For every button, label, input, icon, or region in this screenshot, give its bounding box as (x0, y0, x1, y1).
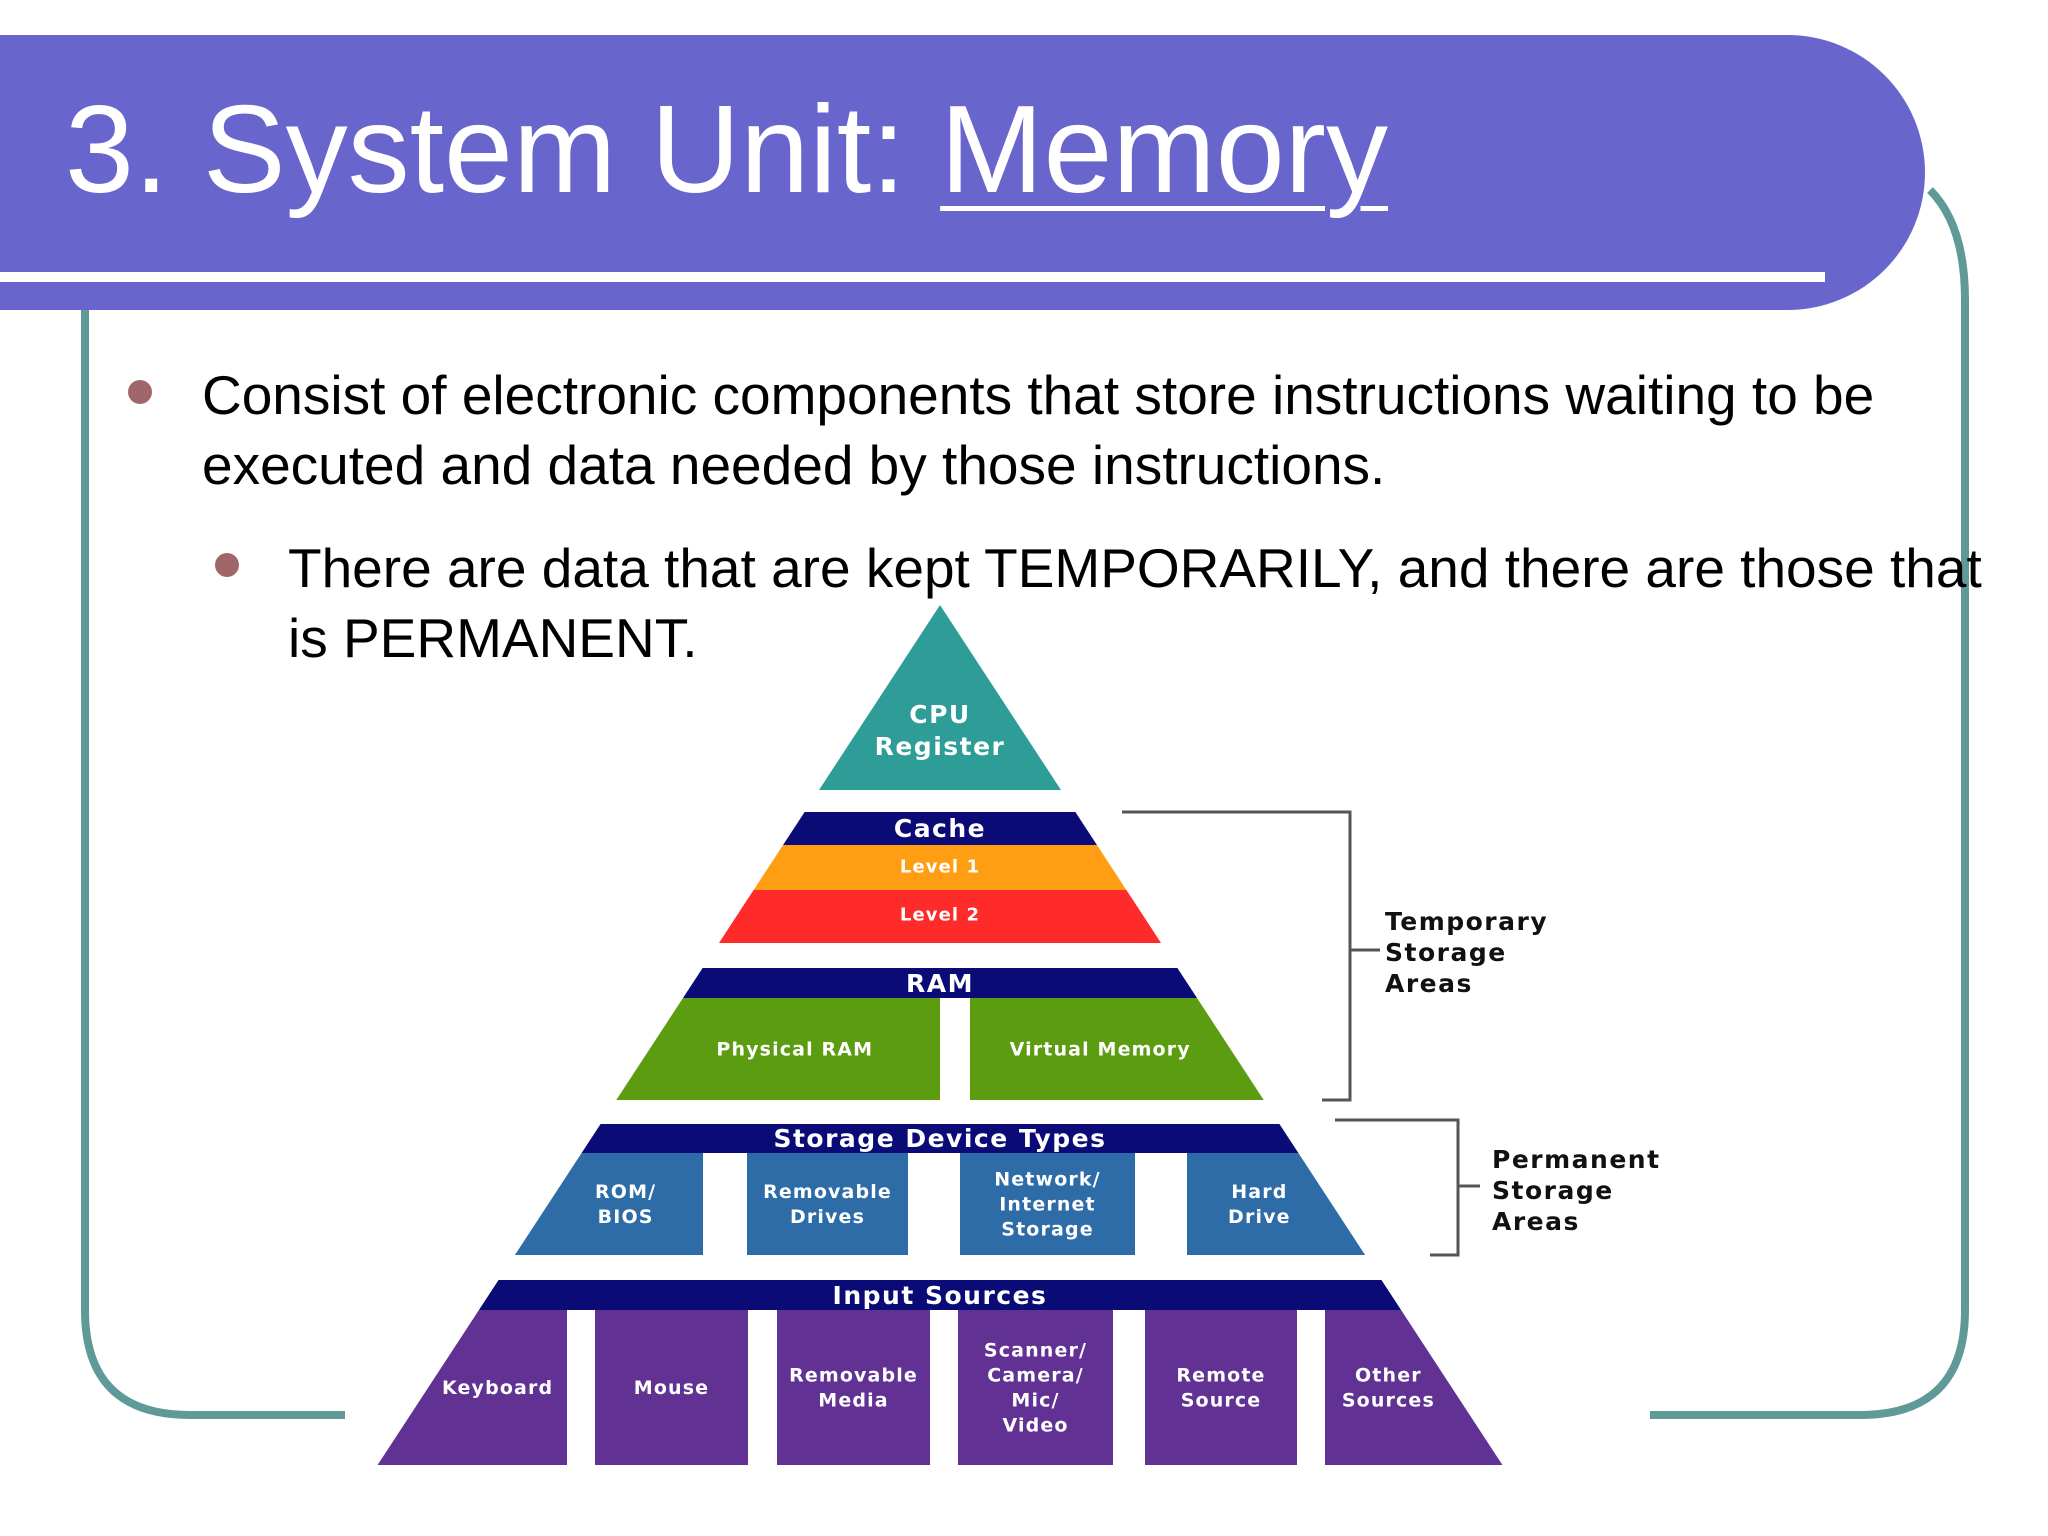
input-cell (595, 1310, 748, 1465)
storage-cell-label-line: BIOS (598, 1206, 654, 1228)
title-divider (0, 272, 1825, 282)
cache-level1-band (753, 845, 1127, 890)
input-cell-label: Mouse (634, 1377, 709, 1399)
ram-cell-label: Physical RAM (716, 1039, 873, 1061)
input-cell-label-line: Video (1002, 1415, 1068, 1437)
title-prefix: 3. System Unit: (65, 81, 941, 219)
storage-cell-label-line: Drives (790, 1206, 865, 1228)
cpu-register-apex (819, 605, 1061, 790)
storage-cell-label-line: Internet (999, 1194, 1096, 1216)
bullet-text-1: Consist of electronic components that st… (202, 364, 1875, 496)
input-cell-label-line: Scanner/ (984, 1340, 1087, 1362)
input-cell-label-line: Removable (789, 1365, 918, 1387)
input-cell-label-line: Media (818, 1390, 888, 1412)
ram-header-label: RAM (906, 969, 974, 998)
cache-level1-label: Level 1 (900, 856, 980, 877)
input-cell-label: Keyboard (442, 1377, 553, 1399)
input-cell (1325, 1310, 1503, 1465)
input-header-band (478, 1280, 1402, 1310)
cache-header-label-line: Cache (894, 814, 986, 843)
storage-cell-label: ROM/BIOS (595, 1181, 656, 1228)
input-cell-label-line: Mic/ (1011, 1390, 1059, 1412)
page-title: 3. System Unit: Memory (65, 88, 1388, 212)
input-cell (377, 1310, 567, 1465)
input-header-label-line: Input Sources (833, 1281, 1048, 1310)
frame-right-line (1650, 187, 1969, 1419)
storage-cell-label-line: ROM/ (595, 1181, 656, 1203)
cpu-register-label-line: CPU (909, 700, 970, 729)
storage-cell-label-line: Storage (1001, 1219, 1093, 1241)
storage-cell-label-line: Drive (1228, 1206, 1291, 1228)
ram-header-label-line: RAM (906, 969, 974, 998)
input-cell-label-line: Remote (1176, 1365, 1265, 1387)
ram-cell (616, 998, 940, 1100)
cache-level2-label-line: Level 2 (900, 904, 980, 925)
input-cell-label: Scanner/Camera/Mic/Video (984, 1340, 1087, 1437)
input-cell (1145, 1310, 1297, 1465)
temporary-storage-label-line: Areas (1385, 969, 1473, 998)
ram-cell-label: Virtual Memory (1010, 1039, 1191, 1061)
ram-cell (970, 998, 1264, 1100)
input-cell-label-line: Mouse (634, 1377, 709, 1399)
cache-level1-label-line: Level 1 (900, 856, 980, 877)
ram-cell-label-line: Virtual Memory (1010, 1039, 1191, 1061)
permanent-storage-label-line: Permanent (1492, 1145, 1661, 1174)
storage-cell (960, 1153, 1135, 1255)
storage-cell (514, 1153, 703, 1255)
temporary-storage-label-line: Temporary (1385, 907, 1548, 936)
input-cell (958, 1310, 1113, 1465)
input-cell-label-line: Camera/ (987, 1365, 1084, 1387)
permanent-storage-label-line: Storage (1492, 1176, 1614, 1205)
storage-cell-label-line: Network/ (994, 1169, 1101, 1191)
title-memory-link[interactable]: Memory (940, 81, 1388, 219)
storage-cell (1187, 1153, 1366, 1255)
cache-level2-label: Level 2 (900, 904, 980, 925)
ram-cell-label-line: Physical RAM (716, 1039, 873, 1061)
temporary-bracket (1122, 810, 1380, 1102)
input-cell-label-line: Sources (1342, 1390, 1435, 1412)
cache-header-label: Cache (894, 814, 986, 843)
input-header-label: Input Sources (833, 1281, 1048, 1310)
temporary-storage-label-line: Storage (1385, 938, 1507, 967)
cpu-register-label: CPU Register (875, 700, 1006, 761)
cache-header-band (783, 812, 1097, 845)
storage-header-label: Storage Device Types (773, 1124, 1106, 1153)
bullet-dot (215, 553, 239, 577)
permanent-bracket (1335, 1118, 1480, 1257)
bullet-dot (128, 380, 152, 404)
input-cell-label-line: Other (1355, 1365, 1422, 1387)
bullet-text-2: There are data that are kept TEMPORARILY… (288, 537, 1982, 669)
storage-cell-label-line: Hard (1231, 1181, 1287, 1203)
storage-header-label-line: Storage Device Types (773, 1124, 1106, 1153)
permanent-storage-label-line: Areas (1492, 1207, 1580, 1236)
input-cell (777, 1310, 930, 1465)
storage-cell-label-line: Removable (763, 1181, 892, 1203)
cache-level2-band (718, 890, 1162, 943)
input-cell-label-line: Source (1181, 1390, 1262, 1412)
title-bar (0, 35, 1925, 310)
storage-header-band (581, 1124, 1299, 1153)
input-cell-label-line: Keyboard (442, 1377, 553, 1399)
frame-left-line (81, 310, 345, 1419)
ram-header-band (682, 968, 1198, 998)
storage-cell (747, 1153, 908, 1255)
cpu-register-label-line: Register (875, 732, 1006, 761)
